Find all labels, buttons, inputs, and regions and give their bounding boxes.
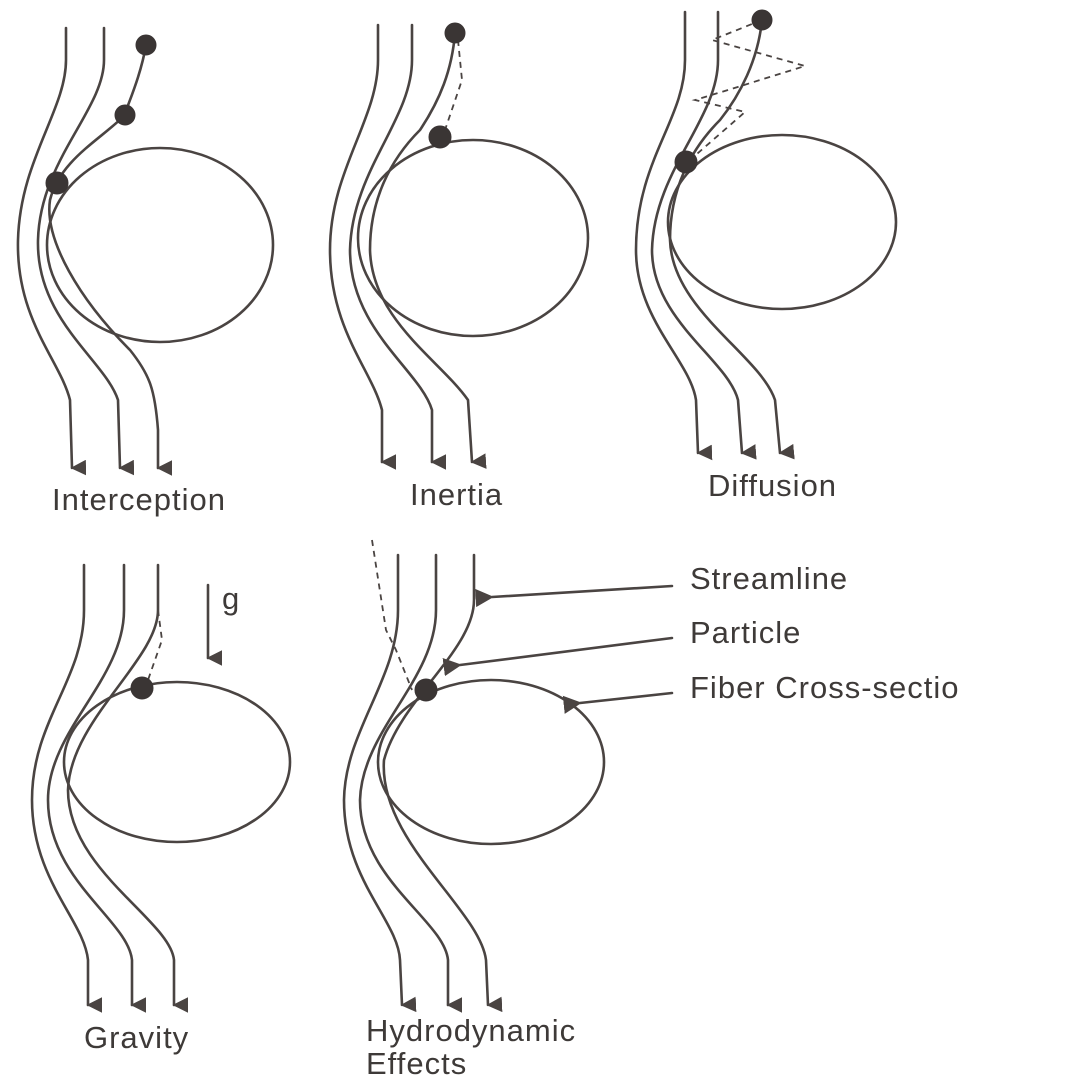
legend-arrows xyxy=(460,586,672,703)
panel-hydrodynamic xyxy=(344,540,604,1005)
legend-streamline: Streamline xyxy=(690,563,848,594)
streamline xyxy=(652,12,742,453)
streamline xyxy=(38,28,120,468)
label-gravity: Gravity xyxy=(84,1022,189,1053)
particle xyxy=(429,126,451,148)
particle xyxy=(46,172,68,194)
label-interception: Interception xyxy=(52,484,226,515)
streamline xyxy=(49,45,158,468)
streamline xyxy=(350,25,432,462)
label-diffusion: Diffusion xyxy=(708,470,837,501)
fiber-cross-section xyxy=(358,140,588,336)
fiber-pointer xyxy=(580,693,672,703)
label-inertia: Inertia xyxy=(410,479,503,510)
particle xyxy=(131,677,153,699)
particle-pointer xyxy=(460,638,672,665)
label-hydrodynamic: Hydrodynamic Effects xyxy=(366,1015,576,1080)
fiber-cross-section xyxy=(47,148,273,342)
legend-fiber: Fiber Cross-sectio xyxy=(690,672,960,703)
particle xyxy=(115,105,135,125)
label-hydrodynamic-line2: Effects xyxy=(366,1048,576,1081)
panel-interception xyxy=(18,28,273,468)
particle-trajectory xyxy=(372,540,412,690)
fiber-cross-section xyxy=(668,135,896,309)
label-hydrodynamic-line1: Hydrodynamic xyxy=(366,1015,576,1048)
panel-gravity xyxy=(32,565,290,1005)
particle xyxy=(445,23,465,43)
streamline xyxy=(18,28,72,468)
streamline xyxy=(360,555,448,1005)
particle xyxy=(136,35,156,55)
particle-trajectory xyxy=(148,610,162,680)
streamline-pointer xyxy=(492,586,672,597)
particle xyxy=(752,10,772,30)
streamline xyxy=(48,565,132,1005)
particle xyxy=(415,679,437,701)
streamline xyxy=(636,12,698,453)
streamline xyxy=(344,555,402,1005)
fiber-cross-section xyxy=(64,682,290,842)
legend-particle: Particle xyxy=(690,617,801,648)
panel-inertia xyxy=(330,23,588,462)
streamline xyxy=(32,565,88,1005)
label-gravity-symbol: g xyxy=(222,583,240,614)
particle xyxy=(675,151,697,173)
panel-diffusion xyxy=(636,10,896,453)
streamline xyxy=(330,25,382,462)
streamline xyxy=(670,20,780,453)
